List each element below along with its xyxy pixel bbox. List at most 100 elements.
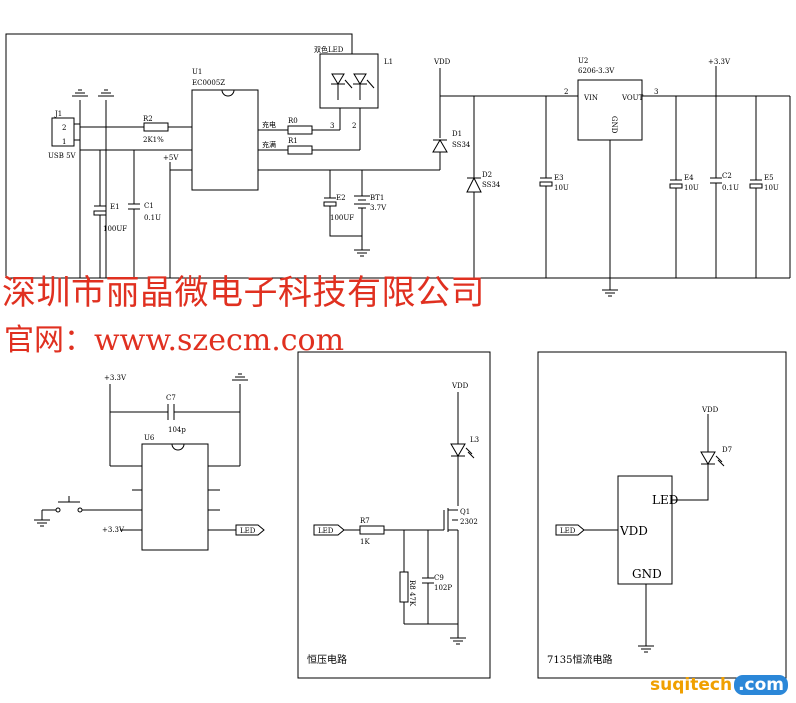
r7-value: 1K — [360, 538, 370, 546]
e5-capacitor — [749, 183, 763, 189]
brand-logo: suqitech .com — [650, 675, 788, 695]
d2-diode — [466, 176, 482, 193]
d1-ref: D1 — [452, 130, 462, 138]
p33-top: +3.3V — [708, 58, 731, 66]
vdd-cv: VDD — [451, 382, 469, 390]
cv-title: 恒压电路 — [307, 653, 347, 666]
d2-ref: D2 — [482, 171, 492, 179]
led-port-u6 — [235, 524, 265, 536]
gnd-icon — [601, 283, 619, 297]
u1-5v: +5V — [163, 154, 179, 162]
j1-pin1: 1 — [62, 138, 66, 146]
brand-name: suqitech — [650, 675, 733, 695]
vdd-cc: VDD — [701, 406, 719, 414]
led-port-cc — [555, 524, 585, 536]
r1-ref: R1 — [288, 137, 298, 145]
brand-domain: .com — [734, 675, 788, 695]
d1-diode — [432, 139, 448, 153]
c2-value: 0.1U — [722, 184, 739, 192]
d7-ref: D7 — [722, 446, 732, 454]
e1-ref: E1 — [110, 203, 120, 211]
website-watermark: 官网：www.szecm.com — [4, 323, 345, 358]
e2-capacitor — [323, 201, 337, 207]
l3-led — [450, 443, 466, 457]
q-ref: Q1 — [460, 508, 470, 516]
led-port-cc-label: LED — [560, 527, 576, 535]
r8-label: R8 47K — [408, 580, 416, 607]
r1-resistor — [287, 145, 313, 155]
u2-pin2: 2 — [564, 88, 568, 96]
r2-ref: R2 — [143, 115, 153, 123]
l1-pin2: 2 — [352, 122, 356, 130]
r7-resistor — [359, 525, 385, 535]
j1-connector — [51, 117, 75, 147]
u2-part: 6206-3.3V — [578, 67, 615, 75]
j1-ref: J1 — [54, 110, 62, 118]
u1-chip — [191, 89, 259, 191]
bt1-value: 3.7V — [370, 204, 387, 212]
c1-ref: C1 — [144, 202, 154, 210]
e3-value: 10U — [554, 184, 569, 192]
e1-value: 100UF — [103, 225, 127, 233]
u1-full: 充满 — [262, 140, 276, 149]
d1-part: SS34 — [452, 141, 471, 149]
l1-ref: L1 — [384, 58, 393, 66]
u2-vout: VOUT — [621, 94, 644, 102]
led-port-u6-label: LED — [240, 527, 256, 535]
c9-ref: C9 — [434, 574, 444, 582]
e3-capacitor — [539, 181, 553, 187]
gnd-icon — [353, 243, 371, 257]
vdd-top: VDD — [433, 58, 451, 66]
u6-ref: U6 — [144, 434, 155, 442]
e4-ref: E4 — [684, 174, 694, 182]
bt1-ref: BT1 — [370, 194, 384, 202]
j1-pin2: 2 — [62, 124, 66, 132]
l1-dual-led — [319, 53, 379, 109]
u2-pin3: 3 — [654, 88, 658, 96]
r7-ref: R7 — [360, 517, 370, 525]
c7-value: 104p — [168, 426, 186, 434]
p33-bl: +3.3V — [104, 374, 127, 382]
cc-chip-led: LED — [652, 493, 678, 507]
r2-resistor — [143, 122, 169, 132]
r0-resistor — [287, 125, 313, 135]
top-frame — [5, 33, 353, 278]
u6-chip — [141, 443, 209, 551]
gnd-icon — [637, 639, 655, 653]
c7-ref: C7 — [166, 394, 176, 402]
constant-voltage-box — [297, 351, 491, 679]
u1-ref: U1 — [192, 68, 202, 76]
gnd-icon — [231, 373, 249, 381]
r2-value: 2K1% — [143, 136, 164, 144]
led-port-cv — [313, 524, 345, 536]
cc-title: 7135恒流电路 — [547, 653, 612, 666]
e5-value: 10U — [764, 184, 779, 192]
u2-regulator — [577, 79, 643, 141]
u2-ref: U2 — [578, 57, 588, 65]
e5-ref: E5 — [764, 174, 774, 182]
c2-ref: C2 — [722, 172, 732, 180]
l1-title: 双色LED — [314, 45, 344, 54]
r0-ref: R0 — [288, 117, 298, 125]
cc-chip-vdd: VDD — [619, 524, 648, 538]
company-watermark: 深圳市丽晶微电子科技有限公司 — [2, 273, 485, 313]
c1-value: 0.1U — [144, 214, 161, 222]
l3-ref: L3 — [470, 436, 479, 444]
c9-value: 102P — [434, 584, 452, 592]
constant-current-box — [537, 351, 787, 679]
cc-chip-gnd: GND — [632, 567, 662, 581]
e2-ref: E2 — [336, 194, 346, 202]
u1-charge: 充电 — [262, 120, 276, 129]
e1-capacitor — [93, 210, 107, 216]
u2-vin: VIN — [583, 94, 598, 102]
l1-pin3: 3 — [330, 122, 334, 130]
r8-resistor — [399, 571, 409, 603]
u2-gnd: GND — [610, 116, 618, 134]
e4-value: 10U — [684, 184, 699, 192]
u1-part: EC0005Z — [192, 79, 225, 87]
gnd-icon — [33, 513, 51, 527]
gnd-icon — [449, 631, 467, 645]
d7-led — [700, 451, 716, 465]
gnd-icon — [71, 89, 89, 97]
